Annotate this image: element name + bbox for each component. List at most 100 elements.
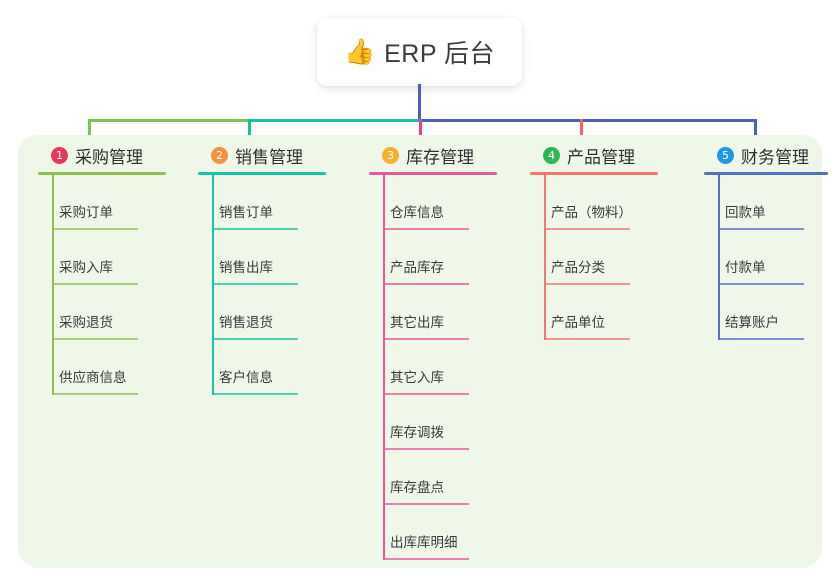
list-item[interactable]: 结算账户 (704, 285, 828, 340)
list-item-label: 供应商信息 (59, 370, 127, 385)
list-item-rule (383, 558, 469, 560)
list-item-rule (544, 338, 630, 340)
column-title-1: 采购管理 (75, 147, 143, 167)
column-title-3: 库存管理 (406, 147, 474, 167)
column-badge-5: 5 (717, 146, 734, 164)
list-item-rule (52, 228, 138, 230)
list-item-rule (212, 228, 298, 230)
column-title-2: 销售管理 (235, 147, 303, 167)
list-item-rule (544, 283, 630, 285)
column-header-rule-4 (530, 172, 658, 175)
list-item-rule (718, 338, 804, 340)
list-item[interactable]: 销售出库 (198, 230, 326, 285)
list-item[interactable]: 其它入库 (369, 340, 497, 395)
list-item-label: 产品单位 (551, 315, 605, 330)
list-item-label: 产品分类 (551, 260, 605, 275)
column-header-rule-3 (369, 172, 497, 175)
list-item-label: 销售出库 (219, 260, 273, 275)
list-item-rule (718, 283, 804, 285)
column-badge-1: 1 (51, 146, 68, 164)
list-item-label: 库存盘点 (390, 480, 444, 495)
list-item-rule (212, 283, 298, 285)
list-item-rule (383, 338, 469, 340)
list-item[interactable]: 库存盘点 (369, 450, 497, 505)
connector-bar-segment-3 (419, 119, 756, 122)
list-item-rule (383, 228, 469, 230)
list-item-label: 库存调拨 (390, 425, 444, 440)
list-item[interactable]: 采购退货 (38, 285, 166, 340)
list-item-rule (212, 393, 298, 395)
list-item[interactable]: 销售订单 (198, 175, 326, 230)
column-spine-2 (212, 175, 214, 395)
list-item-label: 出库库明细 (390, 535, 458, 550)
column-1: 1 采购管理采购订单采购入库采购退货供应商信息 (38, 135, 166, 395)
list-item-rule (383, 448, 469, 450)
list-item[interactable]: 产品库存 (369, 230, 497, 285)
list-item[interactable]: 产品单位 (530, 285, 658, 340)
list-item[interactable]: 采购入库 (38, 230, 166, 285)
list-item[interactable]: 付款单 (704, 230, 828, 285)
column-title-4: 产品管理 (567, 147, 635, 167)
thumbs-up-icon: 👍 (343, 37, 376, 66)
column-badge-4: 4 (543, 146, 560, 164)
list-item-label: 其它出库 (390, 315, 444, 330)
list-item-label: 结算账户 (725, 315, 779, 330)
list-item-rule (212, 338, 298, 340)
column-badge-3: 3 (382, 146, 399, 164)
column-3: 3 库存管理仓库信息产品库存其它出库其它入库库存调拨库存盘点出库库明细 (369, 135, 497, 560)
column-header-4[interactable]: 4 产品管理 (530, 135, 658, 175)
list-item-rule (52, 338, 138, 340)
list-item-label: 客户信息 (219, 370, 273, 385)
list-item-label: 销售退货 (219, 315, 273, 330)
list-item[interactable]: 其它出库 (369, 285, 497, 340)
column-spine-4 (544, 175, 546, 340)
list-item-label: 仓库信息 (390, 205, 444, 220)
list-item[interactable]: 供应商信息 (38, 340, 166, 395)
list-item-label: 销售订单 (219, 205, 273, 220)
list-item-rule (718, 228, 804, 230)
list-item-rule (383, 393, 469, 395)
column-header-rule-5 (704, 172, 828, 175)
column-header-5[interactable]: 5 财务管理 (704, 135, 828, 175)
list-item-rule (383, 283, 469, 285)
list-item-label: 采购订单 (59, 205, 113, 220)
list-item-label: 采购退货 (59, 315, 113, 330)
list-item[interactable]: 客户信息 (198, 340, 326, 395)
column-spine-3 (383, 175, 385, 560)
list-item-rule (544, 228, 630, 230)
column-spine-5 (718, 175, 720, 340)
column-header-3[interactable]: 3 库存管理 (369, 135, 497, 175)
column-items-3: 仓库信息产品库存其它出库其它入库库存调拨库存盘点出库库明细 (369, 175, 497, 560)
column-5: 5 财务管理回款单付款单结算账户 (704, 135, 828, 340)
list-item[interactable]: 出库库明细 (369, 505, 497, 560)
list-item-label: 采购入库 (59, 260, 113, 275)
connector-bar-segment-2 (248, 119, 421, 122)
list-item[interactable]: 产品分类 (530, 230, 658, 285)
list-item-rule (52, 283, 138, 285)
list-item-label: 产品（物料） (551, 205, 632, 220)
connector-bar-segment-1 (88, 119, 250, 122)
column-title-5: 财务管理 (741, 147, 809, 167)
root-node-card[interactable]: 👍 ERP 后台 (317, 18, 522, 86)
column-header-1[interactable]: 1 采购管理 (38, 135, 166, 175)
list-item[interactable]: 采购订单 (38, 175, 166, 230)
list-item-rule (52, 393, 138, 395)
list-item-label: 付款单 (725, 260, 766, 275)
list-item[interactable]: 产品（物料） (530, 175, 658, 230)
list-item[interactable]: 销售退货 (198, 285, 326, 340)
column-header-rule-1 (38, 172, 166, 175)
column-header-rule-2 (198, 172, 326, 175)
list-item[interactable]: 回款单 (704, 175, 828, 230)
column-items-2: 销售订单销售出库销售退货客户信息 (198, 175, 326, 395)
root-node-title: ERP 后台 (384, 40, 496, 68)
list-item[interactable]: 仓库信息 (369, 175, 497, 230)
list-item-label: 其它入库 (390, 370, 444, 385)
list-item-label: 回款单 (725, 205, 766, 220)
connector-trunk (418, 84, 421, 122)
list-item-label: 产品库存 (390, 260, 444, 275)
list-item[interactable]: 库存调拨 (369, 395, 497, 450)
column-items-1: 采购订单采购入库采购退货供应商信息 (38, 175, 166, 395)
